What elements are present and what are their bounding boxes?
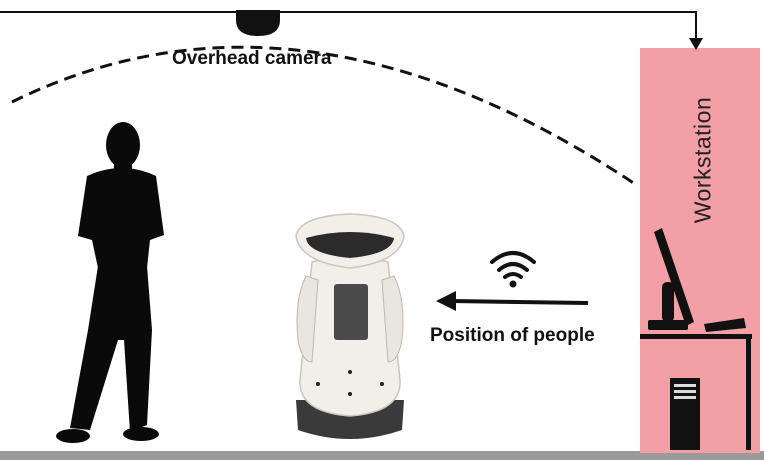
person-silhouette — [56, 122, 164, 443]
pc-tower-icon — [670, 378, 700, 450]
robot-left-arm — [296, 275, 319, 363]
signal-arrow — [436, 291, 589, 311]
camera-label: Overhead camera — [172, 48, 332, 69]
robot-screen — [334, 284, 368, 340]
camera-icon — [236, 10, 280, 36]
cable-arrowhead — [689, 38, 703, 50]
camera-cable — [0, 11, 697, 40]
robot-face-band — [306, 232, 394, 258]
workstation-label: Workstation — [689, 96, 716, 224]
signal-label: Position of people — [430, 325, 595, 346]
wifi-icon — [490, 251, 536, 288]
desk-icon — [640, 334, 752, 450]
robot-icon — [295, 213, 405, 439]
floor-line — [0, 451, 764, 460]
monitor-icon — [648, 228, 746, 332]
camera-fov-arc — [11, 45, 639, 188]
robot-right-arm — [381, 275, 404, 363]
